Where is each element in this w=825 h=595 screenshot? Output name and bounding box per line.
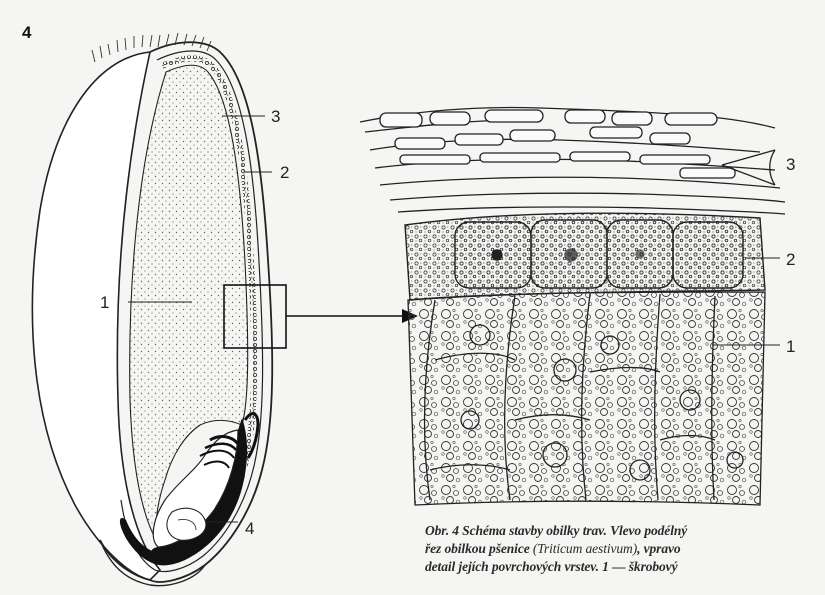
label-left-1: 1 bbox=[100, 293, 109, 312]
label-left-2: 2 bbox=[280, 163, 289, 182]
starch-endosperm bbox=[408, 292, 765, 505]
caption-line-2-end: , vpravo bbox=[637, 541, 680, 556]
label-left-3: 3 bbox=[271, 107, 280, 126]
caption-line-2-start: řez obilkou pšenice bbox=[425, 541, 533, 556]
caption-line-1: Obr. 4 Schéma stavby obilky trav. Vlevo … bbox=[425, 522, 821, 540]
label-left-4: 4 bbox=[245, 519, 254, 538]
caption-species: (Triticum aestivum) bbox=[533, 541, 637, 556]
aleurone-layer bbox=[405, 213, 765, 300]
label-right-1: 1 bbox=[786, 337, 795, 356]
surface-layers-detail bbox=[360, 108, 785, 505]
label-right-3: 3 bbox=[786, 155, 795, 174]
grain-section bbox=[32, 33, 418, 586]
caption-line-2: řez obilkou pšenice (Triticum aestivum),… bbox=[425, 540, 821, 558]
figure-number: 4 bbox=[22, 23, 32, 42]
pericarp-layers bbox=[360, 108, 785, 214]
label-right-2: 2 bbox=[786, 250, 795, 269]
caption-line-3: detail jejích povrchových vrstev. 1 — šk… bbox=[425, 558, 821, 576]
figure-caption: Obr. 4 Schéma stavby obilky trav. Vlevo … bbox=[425, 522, 821, 576]
